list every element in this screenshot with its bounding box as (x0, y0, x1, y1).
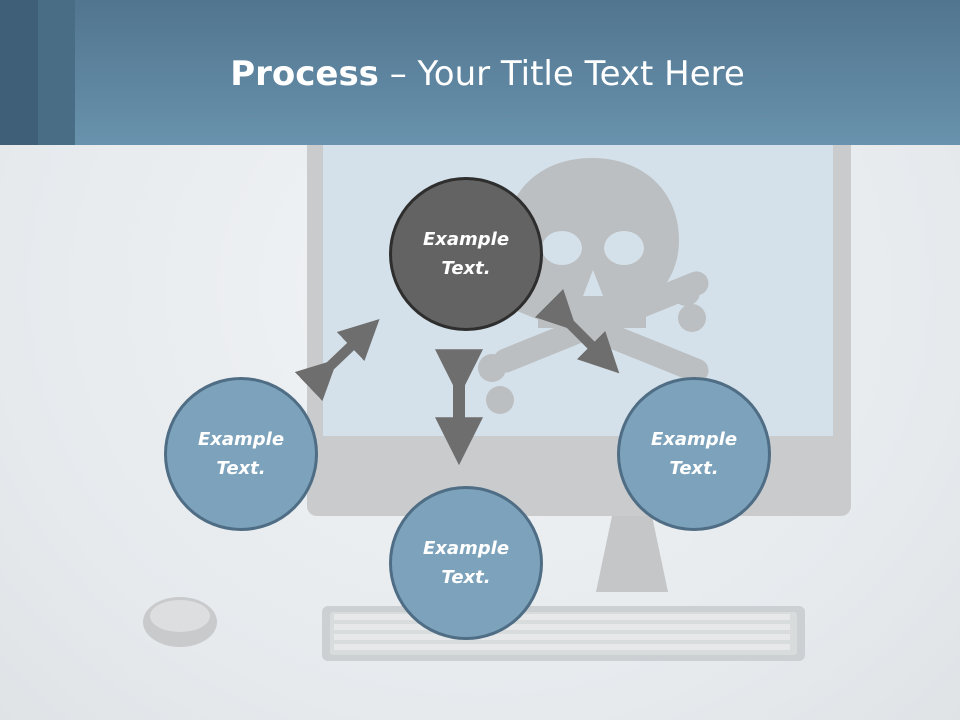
process-node-top[interactable]: Example Text. (389, 177, 543, 331)
double-arrow-icon (294, 318, 380, 402)
process-node-right[interactable]: Example Text. (617, 377, 771, 531)
header-accent-stripe (38, 0, 75, 145)
process-node-bottom[interactable]: Example Text. (389, 486, 543, 640)
double-arrow-icon (534, 288, 620, 374)
title-bold: Process (230, 54, 379, 94)
slide-title: Process – Your Title Text Here (75, 50, 900, 98)
process-node-left[interactable]: Example Text. (164, 377, 318, 531)
header-bar (0, 0, 960, 145)
header-accent-stripe (0, 0, 38, 145)
title-rest: – Your Title Text Here (378, 54, 745, 94)
mouse-icon (143, 597, 217, 647)
